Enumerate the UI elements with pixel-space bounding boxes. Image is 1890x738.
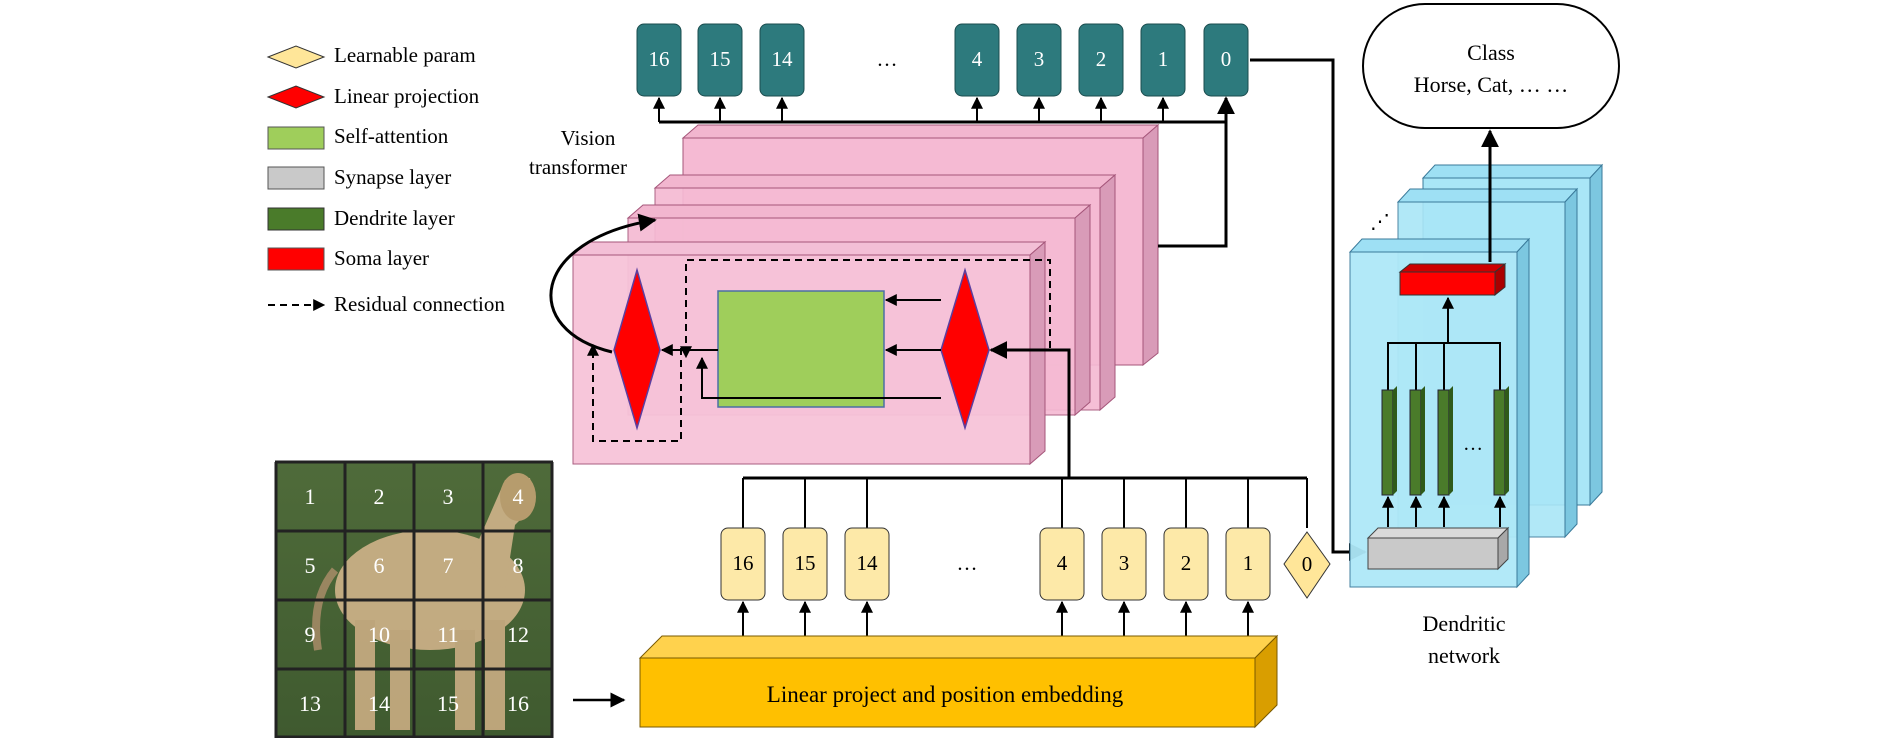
patch-number: 15: [437, 691, 459, 716]
output-token-class-label: 0: [1221, 47, 1232, 71]
synapse-layer-swatch: [267, 166, 325, 190]
dendrite-layer-swatch: [267, 207, 325, 231]
patch-number: 5: [305, 553, 316, 578]
dendritic-network-label-line1: Dendritic: [1422, 611, 1505, 636]
patch-number: 8: [513, 553, 524, 578]
input-token-ellipsis: …: [957, 551, 978, 575]
arrow-block-repeat-curve: [549, 213, 657, 354]
soma-layer: [1398, 262, 1507, 297]
output-token-label: 2: [1096, 47, 1107, 71]
soma-layer-swatch: [267, 247, 325, 271]
input-token-label: 2: [1181, 551, 1192, 575]
vision-transformer-label-line2: transformer: [529, 155, 627, 179]
input-token-label: 15: [795, 551, 816, 575]
legend-linear-projection: Linear projection: [334, 84, 480, 108]
self-attention-swatch: [267, 126, 325, 150]
patch-number: 6: [374, 553, 385, 578]
input-token-label: 14: [857, 551, 879, 575]
input-token: [1039, 527, 1085, 601]
input-token-label: 3: [1119, 551, 1130, 575]
class-token-learnable-label: 0: [1302, 552, 1313, 576]
legend-dendrite-layer: Dendrite layer: [334, 206, 455, 230]
class-output-box: Class Horse, Cat, … …: [1362, 3, 1620, 129]
dendrite-layer: [1381, 386, 1509, 496]
output-token-label: 1: [1158, 47, 1169, 71]
transformer-stack: [549, 123, 1160, 466]
linear-projection-right: [940, 267, 990, 431]
dendritic-stack-ellipsis: ⋰: [1370, 211, 1390, 233]
output-token: [1016, 23, 1062, 97]
output-token-label: 3: [1034, 47, 1045, 71]
legend-residual-connection: Residual connection: [334, 292, 505, 316]
embedding-label: Linear project and position embedding: [767, 682, 1124, 707]
patch-number: 4: [513, 484, 524, 509]
embedding-block: Linear project and position embedding: [638, 634, 1279, 729]
input-token: [720, 527, 766, 601]
patch-number: 14: [368, 691, 390, 716]
patch-number: 2: [374, 484, 385, 509]
horse-image: [312, 473, 536, 730]
input-token: [1163, 527, 1209, 601]
self-attention-block: [717, 290, 885, 408]
dendritic-network: ⋰ …: [1348, 129, 1604, 589]
class-token-learnable: [1283, 531, 1331, 599]
residual-connection-dashed-top: [680, 259, 1051, 359]
input-token-label: 16: [733, 551, 754, 575]
legend-soma-layer: Soma layer: [334, 246, 429, 270]
transformer-to-class-token-line: [1158, 96, 1235, 248]
input-token-row: 16 15 14 … 4 3 2 1 0: [720, 341, 1331, 636]
output-token: [1078, 23, 1124, 97]
class-box-title: Class: [1467, 40, 1515, 65]
synapse-layer: [1366, 526, 1510, 571]
patch-number: 13: [299, 691, 321, 716]
legend-self-attention: Self-attention: [334, 124, 449, 148]
patch-number: 10: [368, 622, 390, 647]
patch-number: 11: [437, 622, 458, 647]
output-token: [759, 23, 805, 97]
output-token: [1140, 23, 1186, 97]
output-token-label: 15: [710, 47, 731, 71]
class-token-to-dendritic-line: [1250, 58, 1367, 561]
linear-projection-left: [613, 267, 661, 431]
legend-learnable-param: Learnable param: [334, 43, 476, 67]
input-token: [1225, 527, 1271, 601]
residual-connection-dashed-left: [587, 343, 682, 442]
patch-number: 9: [305, 622, 316, 647]
patch-number: 12: [507, 622, 529, 647]
input-image-patches: 1 2 3 4 5 6 7 8 9 10 11 12 13 14 15 16: [274, 460, 554, 738]
output-token-row: 16 15 14 … 4 3 2 1 0: [636, 23, 1249, 248]
output-token-label: 4: [972, 47, 983, 71]
output-token-label: 16: [649, 47, 670, 71]
input-token: [844, 527, 890, 601]
learnable-param-icon: [266, 45, 326, 69]
arrow-proj-to-attention-bottom: [696, 356, 941, 399]
output-token: [954, 23, 1000, 97]
patch-grid: [274, 460, 554, 738]
dendrite-ellipsis: …: [1463, 433, 1483, 455]
output-token-ellipsis: …: [877, 47, 898, 71]
class-box-subtitle: Horse, Cat, … …: [1414, 72, 1569, 97]
output-token-label: 14: [772, 47, 794, 71]
output-token: [636, 23, 682, 97]
legend: Learnable param Linear projection Self-a…: [266, 43, 505, 316]
patch-number: 7: [443, 553, 454, 578]
dendritic-network-label-line2: network: [1428, 643, 1500, 668]
patch-number: 16: [507, 691, 529, 716]
vision-transformer-label-line1: Vision: [561, 126, 616, 150]
patch-number: 3: [443, 484, 454, 509]
legend-synapse-layer: Synapse layer: [334, 165, 451, 189]
input-token: [782, 527, 828, 601]
linear-projection-icon: [266, 85, 326, 109]
input-token: [1101, 527, 1147, 601]
output-token-class: [1203, 23, 1249, 97]
output-token: [697, 23, 743, 97]
input-token-label: 1: [1243, 551, 1254, 575]
input-token-label: 4: [1057, 551, 1068, 575]
patch-number: 1: [305, 484, 316, 509]
input-bus-to-transformer: [989, 341, 1071, 478]
